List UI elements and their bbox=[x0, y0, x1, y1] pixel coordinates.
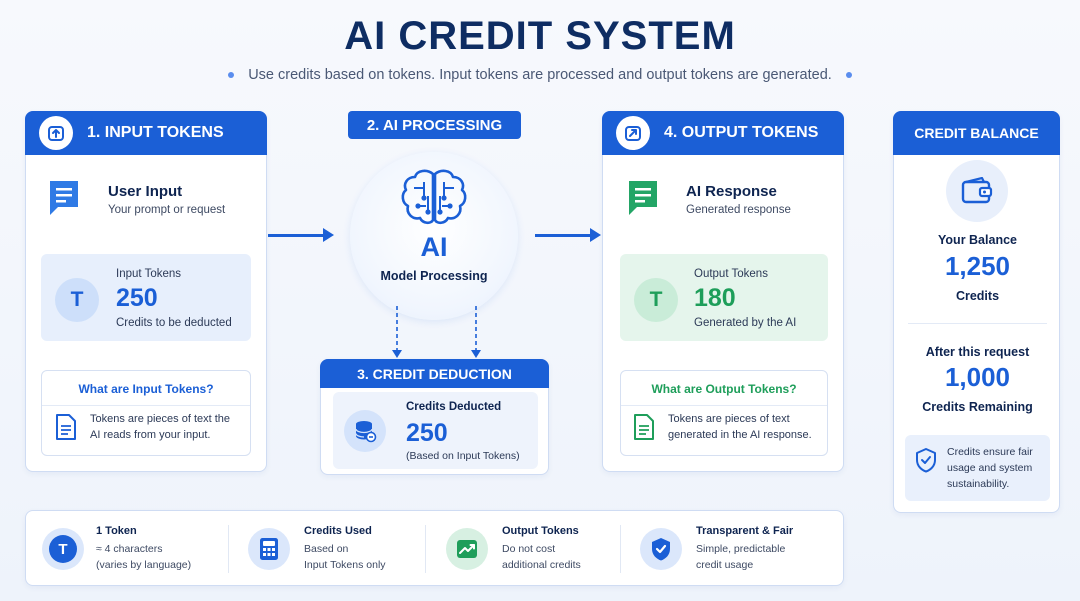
output-source-title: AI Response bbox=[686, 183, 777, 200]
footer-divider bbox=[620, 525, 621, 573]
output-token-value: 180 bbox=[694, 284, 736, 312]
token-icon: T bbox=[42, 528, 84, 570]
flow-arrow bbox=[268, 228, 334, 242]
chart-icon bbox=[446, 528, 488, 570]
flow-arrow bbox=[535, 228, 601, 242]
balance-divider bbox=[908, 323, 1047, 324]
your-balance-label: Your Balance bbox=[938, 233, 1017, 247]
input-card-header: 1. INPUT TOKENS bbox=[25, 111, 267, 155]
input-token-value: 250 bbox=[116, 284, 158, 312]
footer-item-transparent: Transparent & Fair Simple, predictable c… bbox=[640, 511, 835, 587]
share-icon bbox=[616, 116, 650, 150]
token-icon: T bbox=[634, 278, 678, 322]
footer-title: Transparent & Fair bbox=[696, 525, 794, 537]
dashed-arrow bbox=[471, 306, 481, 365]
output-card-header: 4. OUTPUT TOKENS bbox=[602, 111, 844, 155]
bullet-dot bbox=[228, 72, 235, 79]
footer-line: Simple, predictable bbox=[696, 543, 786, 555]
upload-icon bbox=[39, 116, 73, 150]
output-tokens-card: 4. OUTPUT TOKENS AI Response Generated r… bbox=[602, 111, 844, 472]
output-source-sub: Generated response bbox=[686, 204, 791, 216]
your-balance-value: 1,250 bbox=[944, 251, 1011, 281]
input-token-note: Credits to be deducted bbox=[116, 317, 232, 329]
input-card-title: 1. INPUT TOKENS bbox=[87, 124, 224, 141]
footer-title: 1 Token bbox=[96, 525, 137, 537]
output-token-box: T Output Tokens 180 Generated by the AI bbox=[620, 254, 828, 341]
input-token-label: Input Tokens bbox=[116, 268, 182, 280]
deduction-label: Credits Deducted bbox=[406, 401, 502, 413]
after-request-label: After this request bbox=[925, 345, 1030, 359]
footer-title: Credits Used bbox=[304, 525, 372, 537]
document-icon bbox=[633, 413, 655, 446]
output-info-box: What are Output Tokens? Tokens are piece… bbox=[620, 370, 828, 456]
input-info-text: Tokens are pieces of text the AI reads f… bbox=[90, 413, 231, 441]
balance-note-box: Credits ensure fair usage and system sus… bbox=[905, 435, 1050, 501]
balance-title: CREDIT BALANCE bbox=[914, 125, 1039, 141]
balance-note-text: Credits ensure fair usage and system sus… bbox=[947, 446, 1033, 490]
dashed-arrow bbox=[392, 306, 402, 365]
after-request-unit: Credits Remaining bbox=[922, 400, 1033, 414]
footer-item-token: T 1 Token ≈ 4 characters (varies by lang… bbox=[42, 511, 237, 587]
chat-icon bbox=[627, 179, 665, 217]
output-info-head: What are Output Tokens? bbox=[651, 382, 797, 396]
shield-icon bbox=[915, 447, 937, 478]
footer-title: Output Tokens bbox=[502, 525, 579, 537]
document-icon bbox=[55, 413, 77, 446]
footer-line: Input Tokens only bbox=[304, 559, 386, 571]
chat-icon bbox=[48, 179, 86, 217]
processing-header: 2. AI PROCESSING bbox=[348, 111, 521, 139]
input-info-head: What are Input Tokens? bbox=[78, 382, 214, 396]
processing-circle: AI Model Processing bbox=[350, 152, 518, 320]
shield-check-icon bbox=[640, 528, 682, 570]
token-icon: T bbox=[55, 278, 99, 322]
output-token-label: Output Tokens bbox=[694, 268, 768, 280]
database-coin-icon bbox=[344, 410, 386, 452]
footer-line: (varies by language) bbox=[96, 559, 192, 571]
footer-strip: T 1 Token ≈ 4 characters (varies by lang… bbox=[25, 510, 844, 586]
input-tokens-card: 1. INPUT TOKENS User Input Your prompt o… bbox=[25, 111, 267, 472]
credit-balance-card: CREDIT BALANCE Your Balance 1,250 Credit… bbox=[893, 111, 1060, 513]
output-info-text: Tokens are pieces of text generated in t… bbox=[668, 413, 812, 441]
deduction-value: 250 bbox=[406, 419, 448, 447]
brain-icon bbox=[400, 168, 468, 231]
footer-line: credit usage bbox=[696, 559, 754, 571]
footer-divider bbox=[228, 525, 229, 573]
balance-header: CREDIT BALANCE bbox=[893, 111, 1060, 155]
bullet-dot bbox=[845, 72, 852, 79]
page-subtitle: Use credits based on tokens. Input token… bbox=[0, 67, 1080, 83]
footer-line: additional credits bbox=[502, 559, 581, 571]
deduction-header: 3. CREDIT DEDUCTION bbox=[320, 359, 549, 388]
output-token-note: Generated by the AI bbox=[694, 317, 797, 329]
your-balance-unit: Credits bbox=[955, 289, 1000, 303]
deduction-note: (Based on Input Tokens) bbox=[406, 450, 520, 462]
page-title: AI CREDIT SYSTEM bbox=[344, 14, 736, 58]
subtitle-text: Use credits based on tokens. Input token… bbox=[248, 67, 832, 83]
output-card-title: 4. OUTPUT TOKENS bbox=[664, 124, 819, 141]
credit-deduction-card: 3. CREDIT DEDUCTION Credits Deducted 250… bbox=[320, 359, 549, 475]
input-source-sub: Your prompt or request bbox=[108, 204, 226, 216]
input-token-box: T Input Tokens 250 Credits to be deducte… bbox=[41, 254, 251, 341]
calculator-icon bbox=[248, 528, 290, 570]
input-source-title: User Input bbox=[108, 183, 183, 200]
footer-line: ≈ 4 characters bbox=[96, 543, 163, 555]
footer-divider bbox=[425, 525, 426, 573]
footer-line: Based on bbox=[304, 543, 349, 555]
after-request-value: 1,000 bbox=[944, 362, 1011, 392]
footer-line: Do not cost bbox=[502, 543, 556, 555]
processing-sub-label: Model Processing bbox=[380, 269, 488, 283]
footer-item-output-tokens: Output Tokens Do not cost additional cre… bbox=[446, 511, 636, 587]
wallet-icon bbox=[946, 160, 1008, 222]
processing-ai-label: AI bbox=[420, 232, 448, 262]
deduction-inner: Credits Deducted 250 (Based on Input Tok… bbox=[333, 392, 538, 469]
input-info-box: What are Input Tokens? Tokens are pieces… bbox=[41, 370, 251, 456]
footer-item-credits-used: Credits Used Based on Input Tokens only bbox=[248, 511, 438, 587]
